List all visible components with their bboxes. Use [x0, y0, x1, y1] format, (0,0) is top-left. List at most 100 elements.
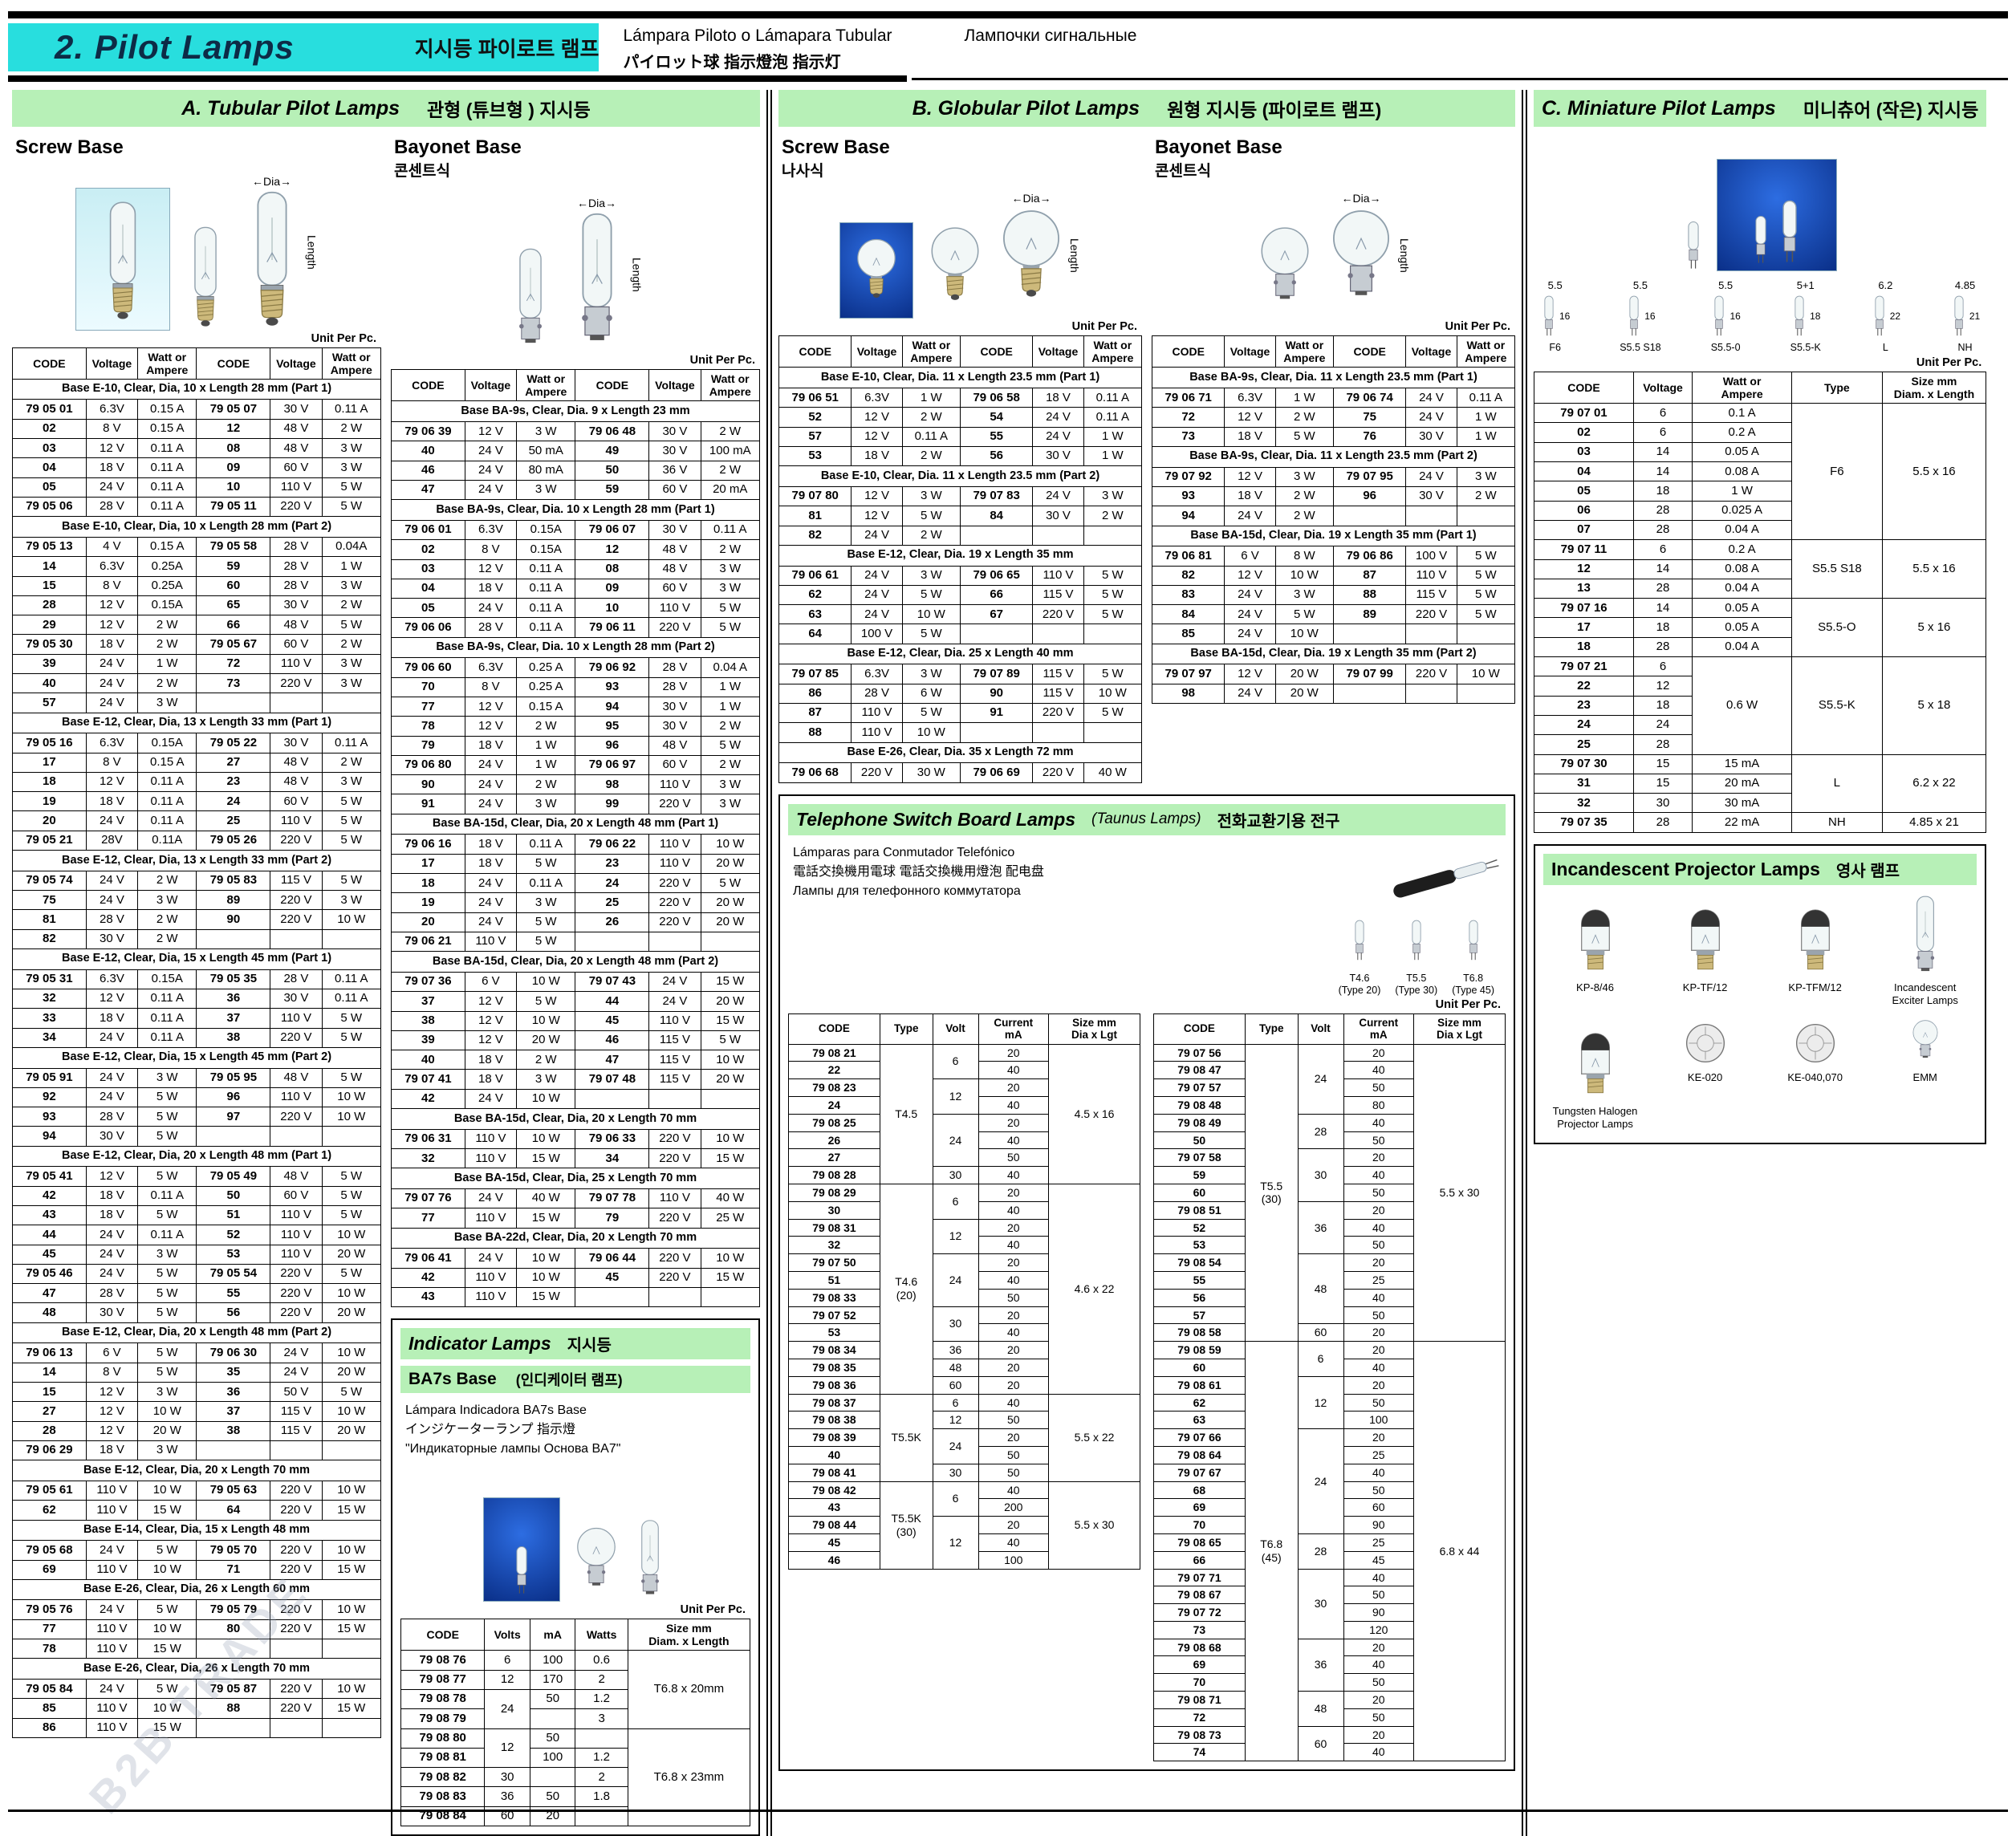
- table-cell: 28: [1632, 636, 1693, 658]
- table-cell: 6.3V: [85, 969, 139, 989]
- table-cell: 5 W: [321, 791, 382, 812]
- table-cell: 15 W: [700, 1148, 761, 1169]
- table-cell: 28: [1632, 578, 1693, 599]
- table-cell: 20: [12, 810, 87, 831]
- table-cell: 5 W: [1274, 426, 1334, 447]
- projector-lamp-item: KP-8/46: [1548, 895, 1643, 1008]
- table-cell: 12: [484, 1669, 530, 1690]
- table-cell: 30 V: [85, 928, 139, 949]
- table-cell: 30 V: [648, 519, 701, 541]
- table-cell: 22: [1534, 676, 1634, 697]
- group-title-row: Base E-26, Clear, Dia, 26 x Length 60 mm: [12, 1578, 381, 1601]
- table-cell: 79 08 65: [1153, 1533, 1246, 1552]
- table-cell: 24 V: [464, 1248, 518, 1269]
- table-cell: 24 V: [85, 1540, 139, 1561]
- table-cell: 10 W: [321, 1342, 382, 1363]
- table-cell: 40: [1343, 1568, 1415, 1587]
- table-cell: 79 08 39: [788, 1428, 880, 1447]
- table-cell: 79 08 44: [788, 1516, 880, 1534]
- table-cell: 6.3V: [464, 657, 518, 678]
- table-cell: 2 W: [137, 634, 197, 655]
- table-cell: 5 W: [1083, 702, 1143, 724]
- table-cell: 10 W: [516, 1128, 576, 1150]
- table-cell: 110 V: [648, 1188, 701, 1209]
- length-label: Length: [1068, 238, 1081, 273]
- group-title-row: Base E-12, Clear, Dia, 20 x Length 48 mm…: [12, 1145, 381, 1168]
- table-cell: 48: [1297, 1691, 1344, 1727]
- section-a-title-korean: 관형 (튜브형 ) 지시등: [427, 100, 591, 120]
- globular-bayonet-lamps-figure: ←Dia→ Length: [1152, 182, 1515, 319]
- table-cell: 10 W: [321, 1540, 382, 1561]
- table-cell: 24: [1632, 714, 1693, 736]
- globe-bayonet-lamp-icon: [1256, 224, 1314, 319]
- table-cell: 2 W: [700, 716, 761, 737]
- table-cell: 79: [575, 1208, 650, 1229]
- group-title-row: Base BA-9s, Clear, Dia. 11 x Length 23.5…: [1152, 445, 1515, 468]
- table-cell: 20 W: [700, 991, 761, 1012]
- group-title: Base E-26, Clear, Dia, 26 x Length 60 mm: [12, 1578, 381, 1601]
- table-cell: 110 V: [648, 774, 701, 795]
- table-cell: 97: [196, 1107, 271, 1127]
- table-cell: 28 V: [85, 1283, 139, 1304]
- table-cell: 79 07 41: [391, 1069, 465, 1090]
- table-cell: 24 V: [851, 565, 903, 586]
- group-title: Base BA-15d, Clear, Dia. 19 x Length 35 …: [1152, 525, 1515, 547]
- table-cell: 79: [391, 735, 465, 756]
- table-cell: 12 V: [85, 988, 139, 1009]
- unit-per-pc-label: Unit Per Pc.: [689, 354, 755, 368]
- group-title-row: Base E-12, Clear, Dia, 20 x Length 70 mm: [12, 1460, 381, 1481]
- table-cell: 1 W: [700, 676, 761, 698]
- main-content: A. Tubular Pilot Lamps 관형 (튜브형 ) 지시등 Scr…: [0, 82, 2016, 1836]
- table-cell: 79 05 61: [12, 1480, 87, 1501]
- table-cell: 59: [575, 479, 650, 501]
- table-cell: 12: [1632, 676, 1693, 697]
- table-cell: 79 06 29: [12, 1440, 87, 1461]
- table-cell: 10 W: [901, 722, 961, 743]
- indicator-lamp-photo: [483, 1497, 560, 1602]
- indicator-subtitle-korean: (인디케이터 램프): [515, 1372, 623, 1389]
- table-cell: 34: [12, 1027, 87, 1048]
- table-cell: [959, 624, 1034, 644]
- table-cell: 15 W: [700, 971, 761, 993]
- table-cell: 6: [1632, 403, 1693, 424]
- table-cell: 40: [1343, 1743, 1415, 1762]
- table-cell: 79 08 76: [400, 1650, 486, 1671]
- dimension-diagram: ←Dia→ Length: [997, 192, 1081, 319]
- table-cell: 5 W: [321, 1027, 382, 1048]
- table-cell: 28: [1297, 1113, 1344, 1150]
- table-cell: 77: [391, 1208, 465, 1229]
- table-cell: 5 W: [901, 584, 961, 606]
- table-cell: 5.5 x 16: [1881, 539, 1987, 599]
- table-cell: 79 08 78: [400, 1688, 486, 1710]
- table-cell: 79 06 13: [12, 1342, 87, 1363]
- table-cell: 36 V: [648, 460, 701, 481]
- table-cell: 10 W: [321, 1599, 382, 1620]
- table-cell: 18 V: [464, 1050, 518, 1070]
- table-cell: 6.3V: [85, 733, 139, 753]
- table-cell: 18: [1632, 617, 1693, 638]
- table-cell: 82: [12, 928, 87, 949]
- column-header: Voltage: [85, 347, 139, 380]
- table-cell: 0.11 A: [137, 1027, 197, 1048]
- table-cell: 79 07 56: [1153, 1043, 1246, 1062]
- table-cell: [1032, 624, 1084, 644]
